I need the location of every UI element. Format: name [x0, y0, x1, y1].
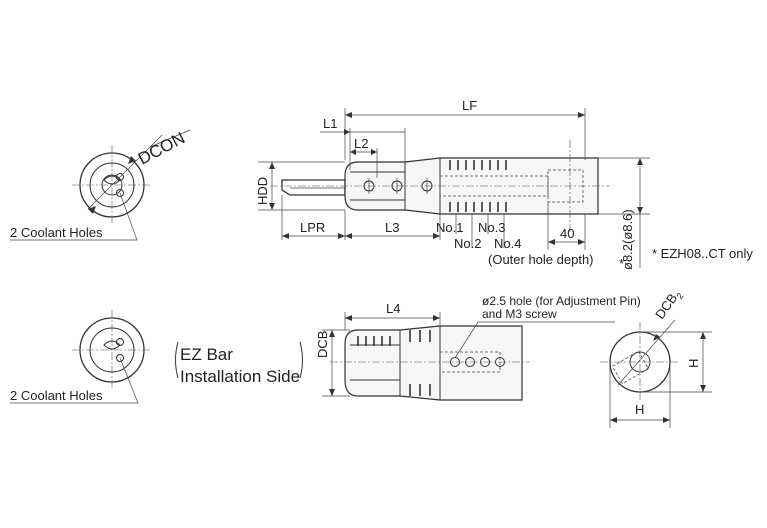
- no1-label: No.1: [436, 220, 463, 235]
- l2-label: L2: [354, 136, 368, 151]
- coolant-holes-label-bottom: 2 Coolant Holes: [10, 388, 103, 403]
- ez-bar-label: EZ Bar: [180, 345, 233, 364]
- hdd-label: HDD: [255, 177, 270, 205]
- dcon-label: DCON: [135, 128, 188, 168]
- ezh-note-label: * EZH08..CT only: [652, 246, 753, 261]
- dcb-label: DCB: [315, 331, 330, 358]
- end-view-top: DCON 2 Coolant Holes: [10, 128, 191, 241]
- side-view-top: [270, 140, 610, 232]
- h-horizontal-label: H: [635, 402, 644, 417]
- no2-label: No.2: [454, 236, 481, 251]
- dim-40-label: 40: [560, 226, 574, 241]
- side-view-bottom: L4 DCB ø2.5 hole (for Adjustment Pin) an…: [315, 294, 641, 401]
- l3-label: L3: [385, 220, 399, 235]
- installation-side-label: Installation Side: [180, 367, 300, 386]
- outer-hole-depth-label: (Outer hole depth): [488, 252, 594, 267]
- grip-marks-top: [449, 160, 507, 212]
- no3-label: No.3: [478, 220, 505, 235]
- adj-pin-label-line1: ø2.5 hole (for Adjustment Pin): [482, 294, 641, 308]
- grip-marks-bottom: [357, 330, 431, 396]
- dia-82-label: ø8.2(ø8.6): [620, 209, 635, 270]
- l4-label: L4: [386, 301, 400, 316]
- dcb2-label: DCB2: [652, 287, 685, 324]
- lpr-label: LPR: [300, 220, 325, 235]
- coolant-holes-label-top: 2 Coolant Holes: [10, 225, 103, 240]
- asterisk-mark: *: [619, 256, 624, 271]
- dimensions-top: LF L1 L2 HDD LPR L3 N: [255, 98, 753, 271]
- no4-label: No.4: [494, 236, 521, 251]
- end-view-bottom: 2 Coolant Holes EZ Bar Installation Side: [10, 310, 303, 404]
- lf-label: LF: [462, 98, 477, 113]
- l1-label: L1: [323, 116, 337, 131]
- adj-pin-label-line2: and M3 screw: [482, 307, 557, 321]
- h-vertical-label: H: [686, 359, 701, 368]
